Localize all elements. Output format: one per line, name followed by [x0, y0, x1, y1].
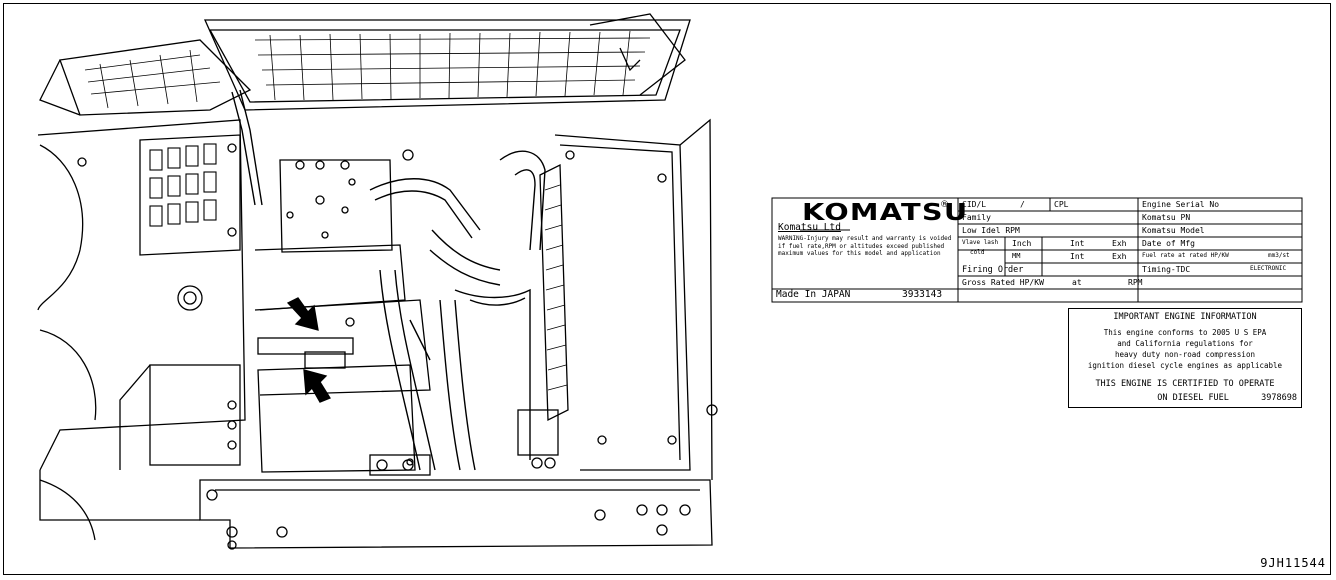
arrow-up-icon [303, 369, 331, 403]
hood-grille [39, 13, 691, 116]
warning-text: WARNING-Injury may result and warranty i… [778, 235, 952, 257]
figure-frame [3, 3, 1331, 575]
registered-mark: ® [940, 200, 949, 210]
date-mfg-label: Date of Mfg [1142, 239, 1195, 248]
engine-information-box: IMPORTANT ENGINE INFORMATION This engine… [1068, 308, 1302, 408]
komatsu-pn-label: Komatsu PN [1142, 213, 1191, 222]
info-title: IMPORTANT ENGINE INFORMATION [1113, 312, 1257, 322]
engine-serial-label: Engine Serial No [1142, 200, 1220, 209]
info-line-3: heavy duty non-road compression [1115, 350, 1255, 359]
exh-label-2: Exh [1112, 252, 1127, 261]
cid-slash: / [1020, 200, 1025, 209]
info-fuel-line: ON DIESEL FUEL 3978698 [1157, 393, 1297, 403]
komatsu-logo: KOMATSU [802, 200, 969, 226]
plate-location-arrows [286, 297, 331, 403]
komatsu-model-label: Komatsu Model [1142, 226, 1205, 235]
mm-label: MM [1012, 252, 1021, 260]
company-name: Komatsu Ltd [778, 222, 841, 233]
plate-part-number: 3933143 [902, 289, 943, 300]
info-line-1: This engine conforms to 2005 U S EPA [1103, 328, 1267, 337]
info-line-2: and California regulations for [1117, 339, 1253, 348]
rpm-label: RPM [1128, 278, 1143, 287]
made-in-label: Made In JAPAN [776, 289, 851, 300]
info-number: 3978698 [1261, 393, 1297, 403]
exh-label-1: Exh [1112, 239, 1127, 248]
low-idle-label: Low Idel RPM [962, 226, 1020, 235]
figure-id: 9JH11544 [1260, 556, 1326, 570]
int-label-2: Int [1070, 252, 1085, 261]
info-certified: THIS ENGINE IS CERTIFIED TO OPERATE [1095, 379, 1275, 389]
info-line-4: ignition diesel cycle engines as applica… [1087, 361, 1283, 370]
bottom-frame [199, 400, 713, 550]
timing-label: Timing-TDC [1142, 265, 1191, 274]
identification-plate: KOMATSU ® Komatsu Ltd WARNING-Injury may… [772, 198, 1302, 302]
right-side-panel [554, 118, 718, 481]
arrow-down-icon [286, 297, 319, 331]
fuel-unit-label: mm3/st [1268, 252, 1290, 259]
cooler-core [517, 163, 569, 456]
electronic-label: ELECTRONIC [1250, 265, 1287, 272]
firing-order-label: Firing Order [962, 265, 1024, 275]
at-label: at [1072, 278, 1082, 287]
cpl-label: CPL [1054, 200, 1069, 209]
gross-rated-label: Gross Rated HP/KW [962, 278, 1044, 287]
family-label: Family [962, 213, 991, 222]
hoses [231, 89, 546, 471]
int-label-1: Int [1070, 239, 1085, 248]
engine-body [254, 149, 431, 476]
inch-label: Inch [1012, 239, 1032, 248]
plate-grid [771, 197, 1303, 303]
cid-label: CID/L [962, 200, 987, 209]
valve-lash-label: Vlave lash [962, 239, 999, 246]
valve-lash-cold: cold [970, 249, 985, 256]
info-fuel: ON DIESEL FUEL [1157, 393, 1229, 403]
fuel-rate-label: Fuel rate at rated HP/KW [1142, 252, 1229, 259]
left-side-panel [37, 119, 246, 541]
